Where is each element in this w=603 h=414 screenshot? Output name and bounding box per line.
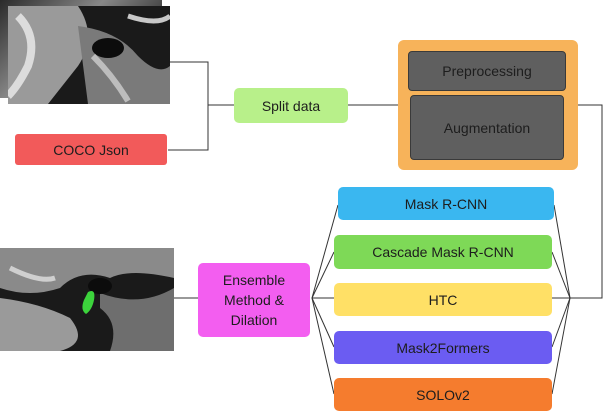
segmented-scan-graphic: [0, 248, 174, 351]
segmentation-mask: [82, 291, 95, 314]
ensemble-method-box: Ensemble Method & Dilation: [198, 263, 310, 337]
model-mask2formers-label: Mask2Formers: [396, 339, 490, 356]
coco-json-label: COCO Json: [53, 141, 129, 158]
input-mri-image: [8, 6, 170, 104]
ensemble-method-label: Ensemble Method & Dilation: [222, 272, 286, 328]
augmentation-box: Augmentation: [410, 95, 564, 160]
coco-json-box: COCO Json: [15, 134, 167, 165]
split-data-label: Split data: [261, 97, 321, 114]
model-htc-label: HTC: [428, 291, 458, 308]
preprocessing-box: Preprocessing: [408, 51, 566, 91]
model-mask2formers-box: Mask2Formers: [334, 331, 552, 364]
model-solov2-label: SOLOv2: [416, 386, 470, 403]
model-cascade-mask-rcnn-label: Cascade Mask R-CNN: [372, 244, 514, 260]
model-htc-box: HTC: [334, 283, 552, 316]
output-segmented-mri-image: [0, 248, 174, 351]
augmentation-label: Augmentation: [443, 119, 531, 136]
model-solov2-box: SOLOv2: [334, 378, 552, 411]
split-data-box: Split data: [234, 88, 348, 123]
model-cascade-mask-rcnn-box: Cascade Mask R-CNN: [334, 235, 552, 269]
preprocessing-label: Preprocessing: [442, 63, 532, 79]
model-mask-rcnn-box: Mask R-CNN: [338, 187, 554, 220]
mri-scan-graphic: [8, 6, 170, 104]
model-mask-rcnn-label: Mask R-CNN: [404, 195, 488, 212]
